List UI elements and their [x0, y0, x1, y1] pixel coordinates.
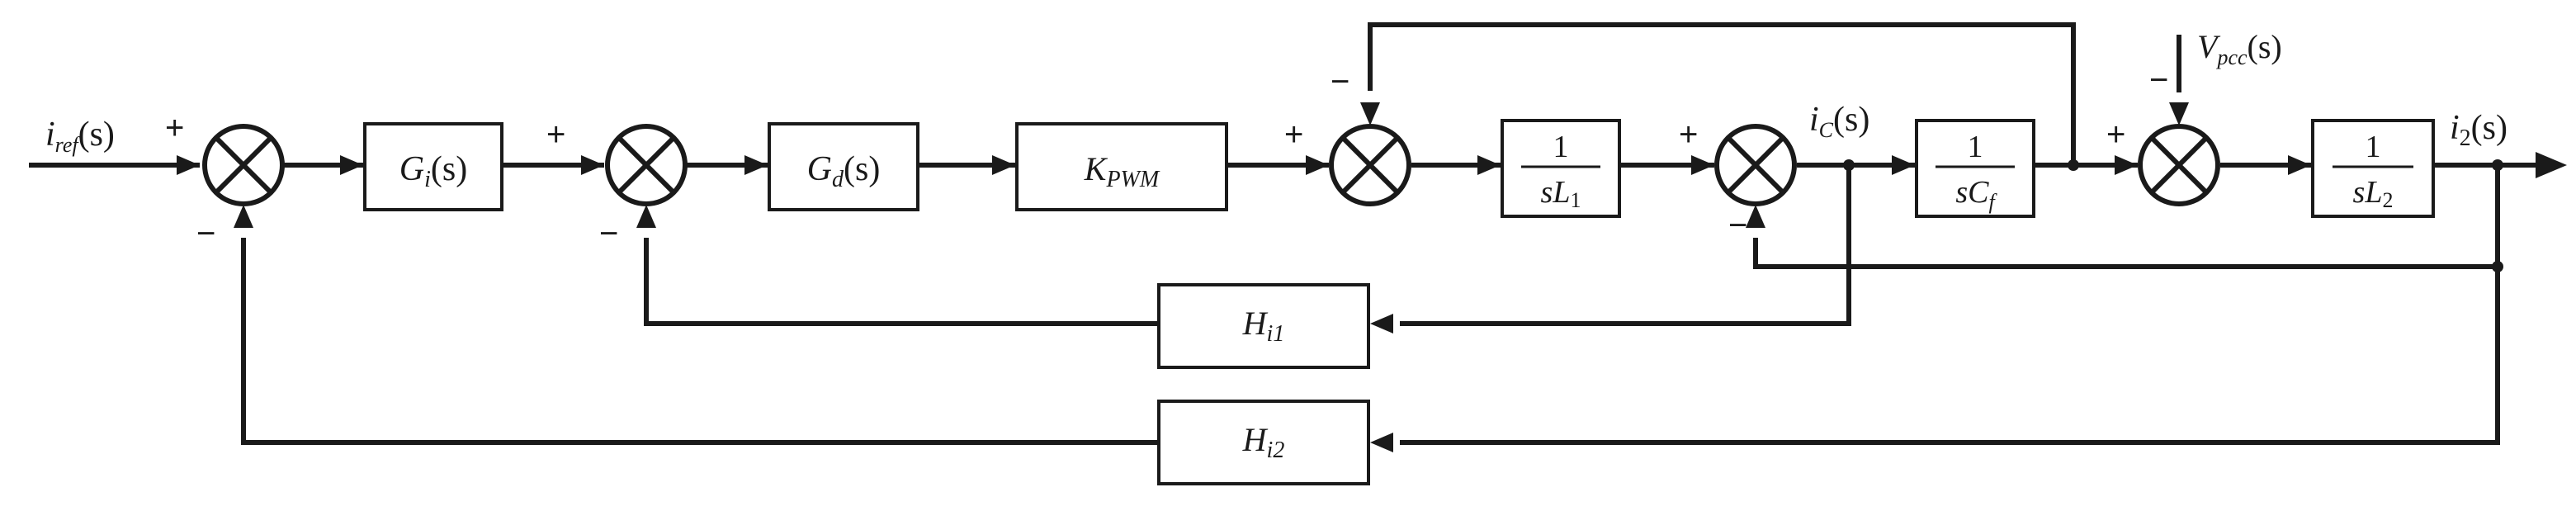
- block-kpwm: KPWM: [1015, 122, 1228, 211]
- sign-plus-4: +: [1679, 116, 1698, 153]
- block-hi2: Hi2: [1157, 400, 1370, 485]
- svg-text:1: 1: [1553, 130, 1569, 164]
- summing-junction-2: [605, 124, 688, 206]
- vc-takeoff-dot: [2068, 159, 2079, 171]
- svg-text:1: 1: [1968, 130, 1983, 164]
- svg-text:sCf: sCf: [1955, 175, 1997, 214]
- svg-text:Gd(s): Gd(s): [807, 150, 881, 192]
- i2-branch-dot: [2492, 261, 2503, 272]
- svg-text:sL1: sL1: [1541, 175, 1581, 212]
- sign-plus-3: +: [1284, 116, 1303, 153]
- summing-junction-1: [202, 124, 285, 206]
- arrow-heads: [177, 102, 2567, 452]
- i2-takeoff-dot: [2492, 159, 2503, 171]
- ic-takeoff-dot: [1843, 159, 1855, 171]
- block-l1: 1 sL1: [1501, 119, 1621, 218]
- summing-junction-4: [1714, 124, 1797, 206]
- signal-lines: [29, 22, 2538, 445]
- block-hi1: Hi1: [1157, 283, 1370, 369]
- signal-label-ic: iC(s): [1809, 101, 1869, 142]
- block-cf: 1 sCf: [1915, 119, 2035, 218]
- svg-text:Gi(s): Gi(s): [399, 150, 467, 192]
- block-gi: Gi(s): [363, 122, 503, 211]
- svg-text:Hi2: Hi2: [1242, 421, 1285, 463]
- sign-minus-2: −: [599, 215, 618, 252]
- sign-minus-3: −: [1331, 64, 1349, 100]
- sign-plus-1: +: [165, 110, 184, 146]
- svg-text:1: 1: [2366, 130, 2381, 164]
- svg-text:Hi1: Hi1: [1242, 305, 1285, 347]
- sign-plus-2: +: [546, 116, 565, 153]
- sign-marks: + − + − + − + − + −: [165, 62, 2168, 252]
- junction-dots: [1843, 159, 2503, 272]
- block-l2: 1 sL2: [2311, 119, 2435, 218]
- sign-plus-5: +: [2106, 116, 2125, 153]
- signal-label-i2: i2(s): [2450, 109, 2507, 151]
- signal-label-iref: iref(s): [45, 116, 115, 157]
- sign-minus-4: −: [1728, 207, 1747, 244]
- svg-text:KPWM: KPWM: [1084, 150, 1160, 192]
- summing-junction-5: [2138, 124, 2220, 206]
- svg-text:sL2: sL2: [2353, 175, 2394, 212]
- summing-junction-3: [1329, 124, 1411, 206]
- sign-minus-5: −: [2149, 62, 2168, 98]
- block-gd: Gd(s): [768, 122, 919, 211]
- sign-minus-1: −: [196, 215, 215, 252]
- signal-label-vpcc: Vpcc(s): [2197, 28, 2282, 69]
